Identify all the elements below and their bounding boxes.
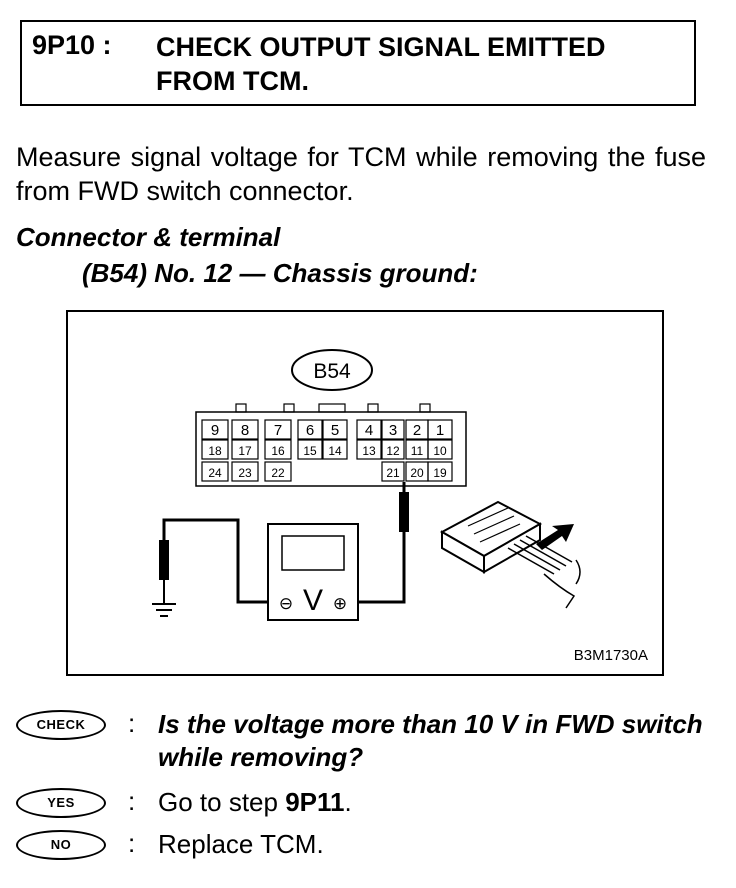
step-number: 9P10 : [32, 30, 112, 60]
pin-label: 24 [208, 466, 222, 480]
pin-cell [427, 461, 453, 482]
pin-cell [264, 439, 292, 460]
removal-arrow-icon [536, 524, 574, 550]
no-answer: Replace TCM. [158, 829, 324, 859]
check-badge: CHECK [16, 710, 106, 740]
pin-label: 14 [328, 444, 342, 458]
pin-cell [201, 439, 229, 460]
condition-heading: Connector & terminal [16, 222, 281, 252]
yes-answer: Go to step 9P11. [158, 786, 352, 819]
pin-label: 8 [241, 422, 249, 439]
pin-label: 21 [386, 466, 400, 480]
positive-lead-wire [350, 532, 406, 604]
voltmeter-display [281, 535, 345, 571]
step-title: CHECK OUTPUT SIGNAL EMITTED FROM TCM. [156, 32, 606, 96]
pin-label: 23 [238, 466, 252, 480]
instruction-text: Measure signal voltage for TCM while rem… [16, 142, 706, 206]
yes-text-prefix: Go to step [158, 787, 286, 817]
minus-terminal: ⊖ [279, 594, 293, 614]
pin-cell [381, 461, 405, 482]
pin-label: 2 [413, 422, 421, 439]
connector-latch [235, 403, 247, 413]
pin-cell [322, 439, 348, 460]
pin-label: 9 [211, 422, 219, 439]
negative-probe [159, 540, 169, 580]
pin-cell [231, 419, 259, 440]
fuse-connector-illustration [439, 500, 581, 609]
pin-cell [201, 419, 229, 440]
yes-colon: : [128, 786, 136, 816]
connector-latch [318, 403, 346, 413]
yes-step-link[interactable]: 9P11 [285, 787, 345, 817]
connector-label-oval [291, 349, 373, 391]
pin-cell [231, 461, 259, 482]
pin-cell [297, 439, 323, 460]
no-badge: NO [16, 830, 106, 860]
voltmeter-body [267, 523, 359, 621]
pin-cell [427, 439, 453, 460]
pin-label: 6 [306, 422, 314, 439]
pin-label: 13 [362, 444, 376, 458]
yes-badge: YES [16, 788, 106, 818]
pin-label: 11 [411, 444, 424, 458]
pin-label: 17 [238, 444, 252, 458]
pin-cell [381, 439, 405, 460]
pin-cell [264, 419, 292, 440]
pin-label: 15 [303, 444, 317, 458]
pin-cell [322, 419, 348, 440]
pin-label: 7 [274, 422, 282, 439]
pin-cell [427, 419, 453, 440]
figure-code: B3M1730A [573, 647, 648, 664]
negative-lead-wire [162, 518, 278, 604]
pin-label: 18 [208, 444, 222, 458]
voltmeter-symbol: V [303, 584, 323, 617]
connector-latch [283, 403, 295, 413]
pin-label: 3 [389, 422, 397, 439]
pin-cell [264, 461, 292, 482]
check-colon: : [128, 708, 136, 738]
pin-label: 10 [433, 444, 447, 458]
connector-latch [419, 403, 431, 413]
pin-label: 22 [271, 466, 285, 480]
pin-cell [297, 419, 323, 440]
check-question: Is the voltage more than 10 V in FWD swi… [158, 709, 703, 772]
no-colon: : [128, 828, 136, 858]
positive-probe [399, 492, 409, 532]
yes-text-suffix: . [344, 787, 352, 817]
pin-label: 5 [331, 422, 339, 439]
pin-cell [356, 439, 382, 460]
pin-label: 20 [410, 466, 424, 480]
plus-terminal: ⊕ [333, 594, 347, 614]
condition-terminals: (B54) No. 12 — Chassis ground: [82, 258, 478, 288]
pin-cell [381, 419, 405, 440]
connector-label: B54 [313, 360, 351, 383]
pin-label: 1 [436, 422, 444, 439]
pin-label: 19 [433, 466, 447, 480]
pin-label: 16 [271, 444, 285, 458]
pin-cell [201, 461, 229, 482]
connector-latch [367, 403, 379, 413]
pin-cell [356, 419, 382, 440]
pin-label: 12 [386, 444, 400, 458]
step-header-box: 9P10 : CHECK OUTPUT SIGNAL EMITTED FROM … [20, 20, 696, 106]
pin-cell [231, 439, 259, 460]
pin-label: 4 [365, 422, 373, 439]
